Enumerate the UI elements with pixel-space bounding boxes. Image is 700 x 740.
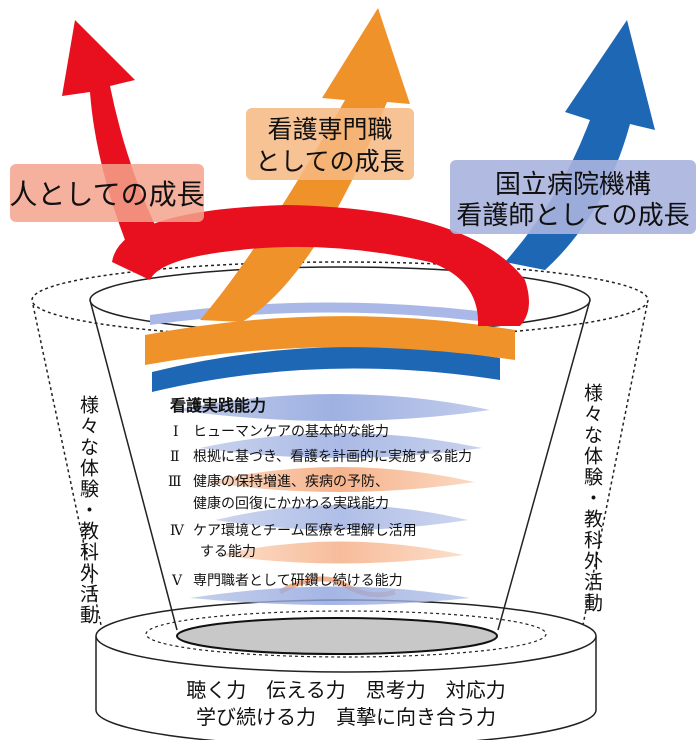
practice-title: 看護実践能力 bbox=[169, 396, 266, 415]
side-label-left: 様々な体験・教科外活動 bbox=[77, 395, 99, 626]
label-person-text: 人としての成長 bbox=[9, 178, 204, 211]
label-hospital-bg bbox=[450, 160, 696, 234]
practice-item-text: ケア環境とチーム医療を理解し活用 bbox=[193, 522, 417, 539]
practice-item-text: 専門職者として研鑽し続ける能力 bbox=[193, 572, 403, 589]
practice-item-num: Ⅳ bbox=[170, 523, 185, 539]
blue-growth-arrow bbox=[505, 20, 655, 270]
side-label-right: 様々な体験・教科外活動 bbox=[581, 383, 603, 614]
spiral-band-5 bbox=[215, 505, 468, 530]
practice-item-text: ヒューマンケアの基本的な能力 bbox=[193, 423, 389, 440]
funnel-left-edge bbox=[89, 299, 178, 631]
funnel-bottom-disc bbox=[176, 617, 498, 655]
label-person-bg bbox=[10, 164, 204, 222]
label-person-growth: 人としての成長 bbox=[9, 164, 205, 222]
spiral-band-blue bbox=[152, 346, 500, 392]
spiral-band-2 bbox=[175, 394, 490, 421]
practice-item-text: する能力 bbox=[200, 544, 256, 560]
label-national-hospital: 国立病院機構 看護師としての成長 bbox=[450, 160, 696, 234]
orange-growth-arrow bbox=[200, 8, 410, 322]
outer-dotted-left bbox=[32, 304, 102, 626]
spiral-band-6 bbox=[218, 541, 464, 564]
red-wrap-band bbox=[112, 205, 529, 326]
spiral-band-orange bbox=[145, 316, 515, 365]
label-nursing-bg bbox=[246, 108, 414, 180]
label-nursing-line2: としての成長 bbox=[255, 147, 404, 176]
outer-dotted-right bbox=[582, 304, 648, 626]
label-hospital-line1: 国立病院機構 bbox=[495, 170, 651, 200]
practice-item-num: Ⅰ bbox=[173, 424, 179, 440]
spiral-band-7 bbox=[190, 586, 470, 605]
label-nursing-professional: 看護専門職 としての成長 bbox=[246, 108, 414, 180]
practice-item-text: 根拠に基づき、看護を計画的に実施する能力 bbox=[193, 448, 472, 465]
practice-item-text: 健康の回復にかかわる実践能力 bbox=[193, 495, 389, 512]
spiral-band-3 bbox=[200, 433, 482, 458]
base-dotted-ring bbox=[145, 610, 547, 658]
label-nursing-line1: 看護専門職 bbox=[267, 115, 392, 144]
base-skills-line2: 学び続ける力 真摯に向き合う力 bbox=[196, 705, 496, 729]
practice-competency-list: 看護実践能力 Ⅰ ヒューマンケアの基本的な能力 Ⅱ 根拠に基づき、看護を計画的に… bbox=[168, 396, 472, 589]
practice-item-num: Ⅴ bbox=[171, 573, 183, 589]
funnel-right-edge bbox=[497, 299, 591, 631]
base-cylinder bbox=[95, 599, 597, 740]
practice-item-num: Ⅲ bbox=[168, 474, 182, 490]
label-hospital-line2: 看護師としての成長 bbox=[456, 201, 689, 231]
practice-item-text: 健康の保持増進、疾病の予防、 bbox=[193, 473, 389, 490]
base-skills-line1: 聴く力 伝える力 思考力 対応力 bbox=[186, 678, 505, 702]
spiral-band-4 bbox=[205, 467, 475, 492]
practice-item-num: Ⅱ bbox=[170, 449, 180, 465]
